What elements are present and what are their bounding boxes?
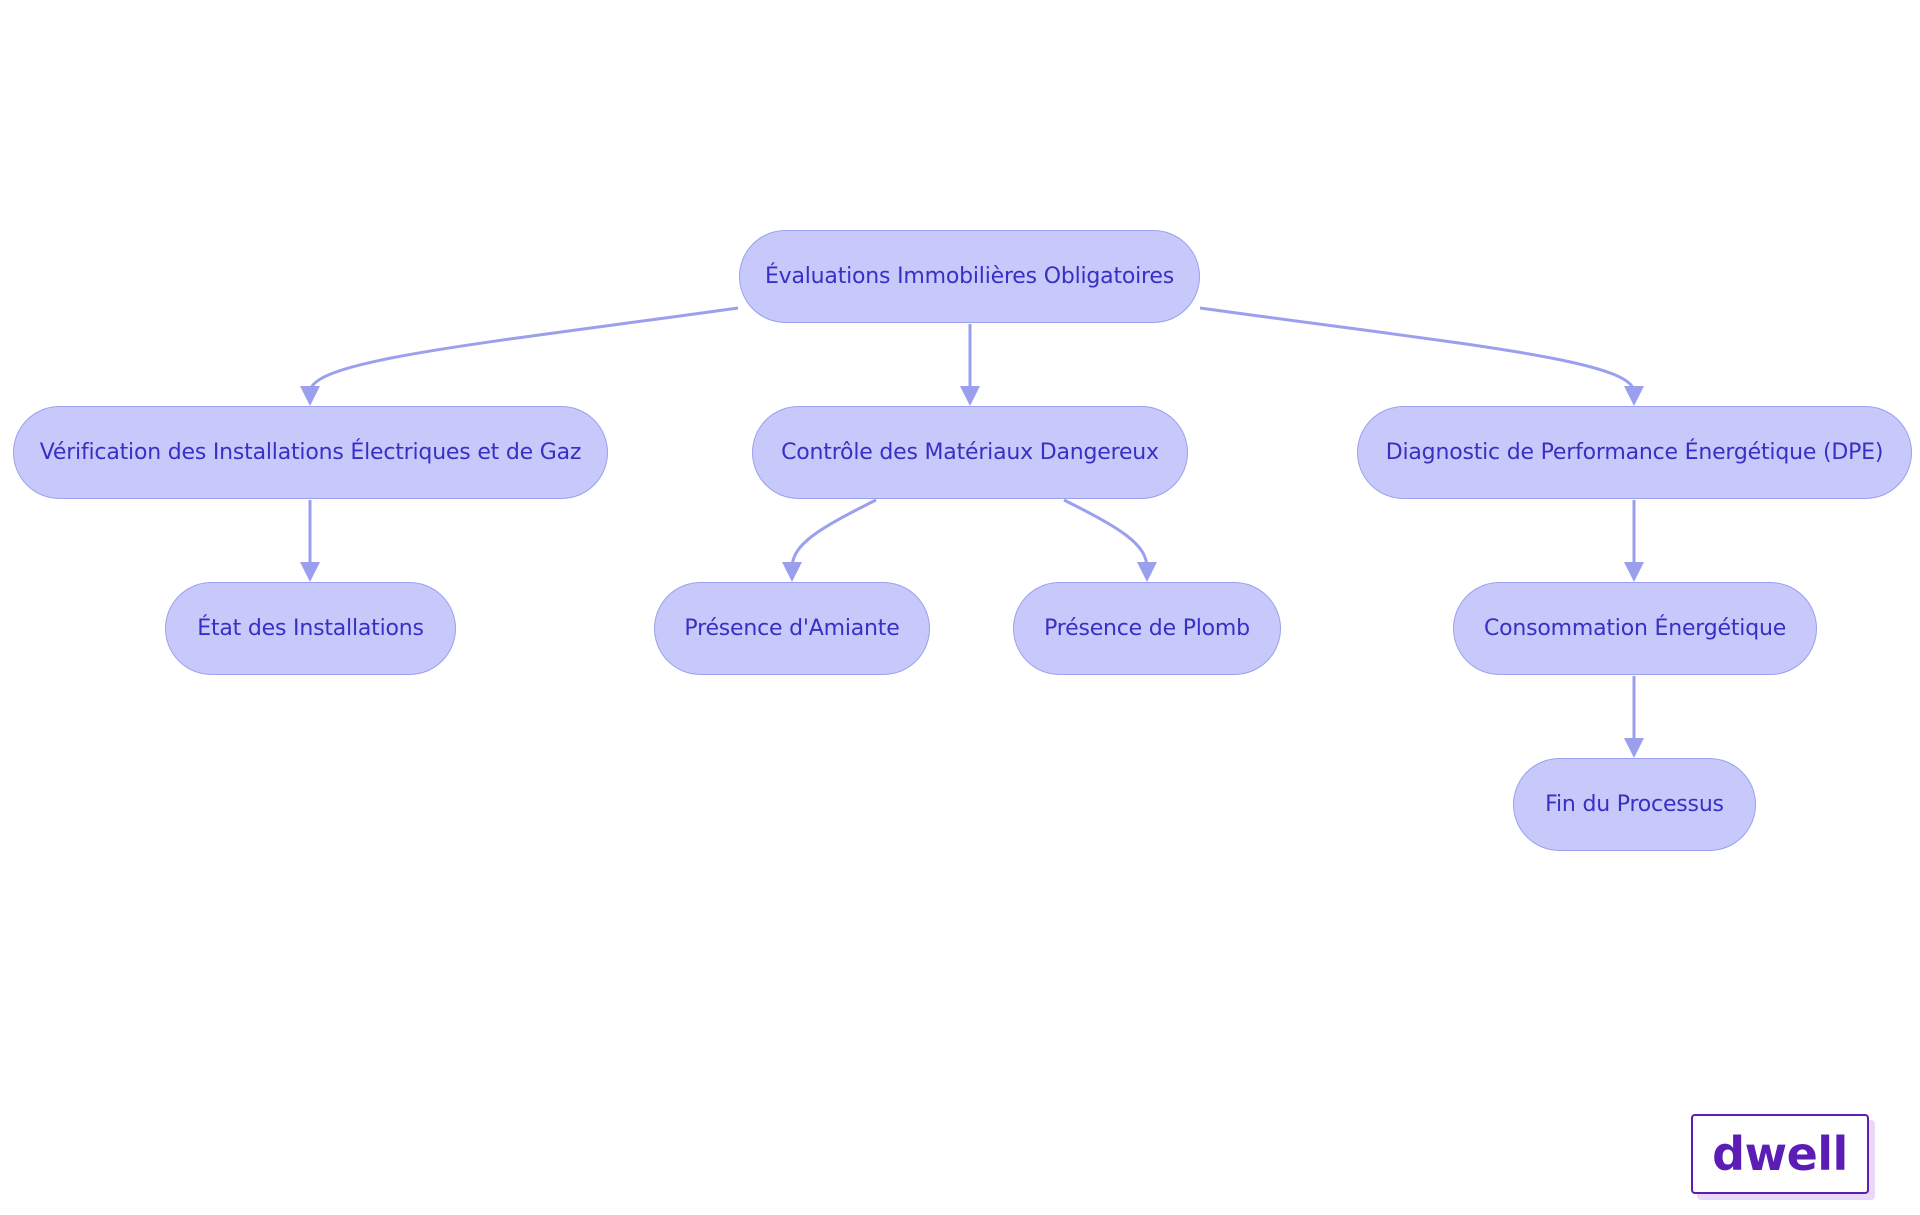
arrowhead-amiante bbox=[782, 562, 802, 582]
node-elec-gaz: Vérification des Installations Électriqu… bbox=[13, 406, 608, 499]
arrowhead-dpe bbox=[1624, 386, 1644, 406]
arrowhead-elec-gaz bbox=[300, 386, 320, 406]
connector-root-to-dpe bbox=[1199, 306, 1636, 393]
connector-materiaux-to-amiante bbox=[790, 498, 877, 569]
node-etat: État des Installations bbox=[165, 582, 456, 675]
dwell-logo: dwell bbox=[1691, 1114, 1875, 1200]
arrowhead-fin bbox=[1624, 738, 1644, 758]
node-fin: Fin du Processus bbox=[1513, 758, 1756, 851]
arrowhead-plomb bbox=[1137, 562, 1157, 582]
arrowhead-etat bbox=[300, 562, 320, 582]
arrowhead-materiaux bbox=[960, 386, 980, 406]
node-plomb: Présence de Plomb bbox=[1013, 582, 1281, 675]
connector-materiaux-to-plomb bbox=[1063, 498, 1149, 569]
node-dpe: Diagnostic de Performance Énergétique (D… bbox=[1357, 406, 1912, 499]
arrowhead-consommation bbox=[1624, 562, 1644, 582]
node-root: Évaluations Immobilières Obligatoires bbox=[739, 230, 1200, 323]
node-materiaux: Contrôle des Matériaux Dangereux bbox=[752, 406, 1188, 499]
node-consommation: Consommation Énergétique bbox=[1453, 582, 1817, 675]
node-amiante: Présence d'Amiante bbox=[654, 582, 930, 675]
connector-root-to-elec-gaz bbox=[308, 306, 739, 393]
logo-wordmark: dwell bbox=[1691, 1114, 1869, 1194]
